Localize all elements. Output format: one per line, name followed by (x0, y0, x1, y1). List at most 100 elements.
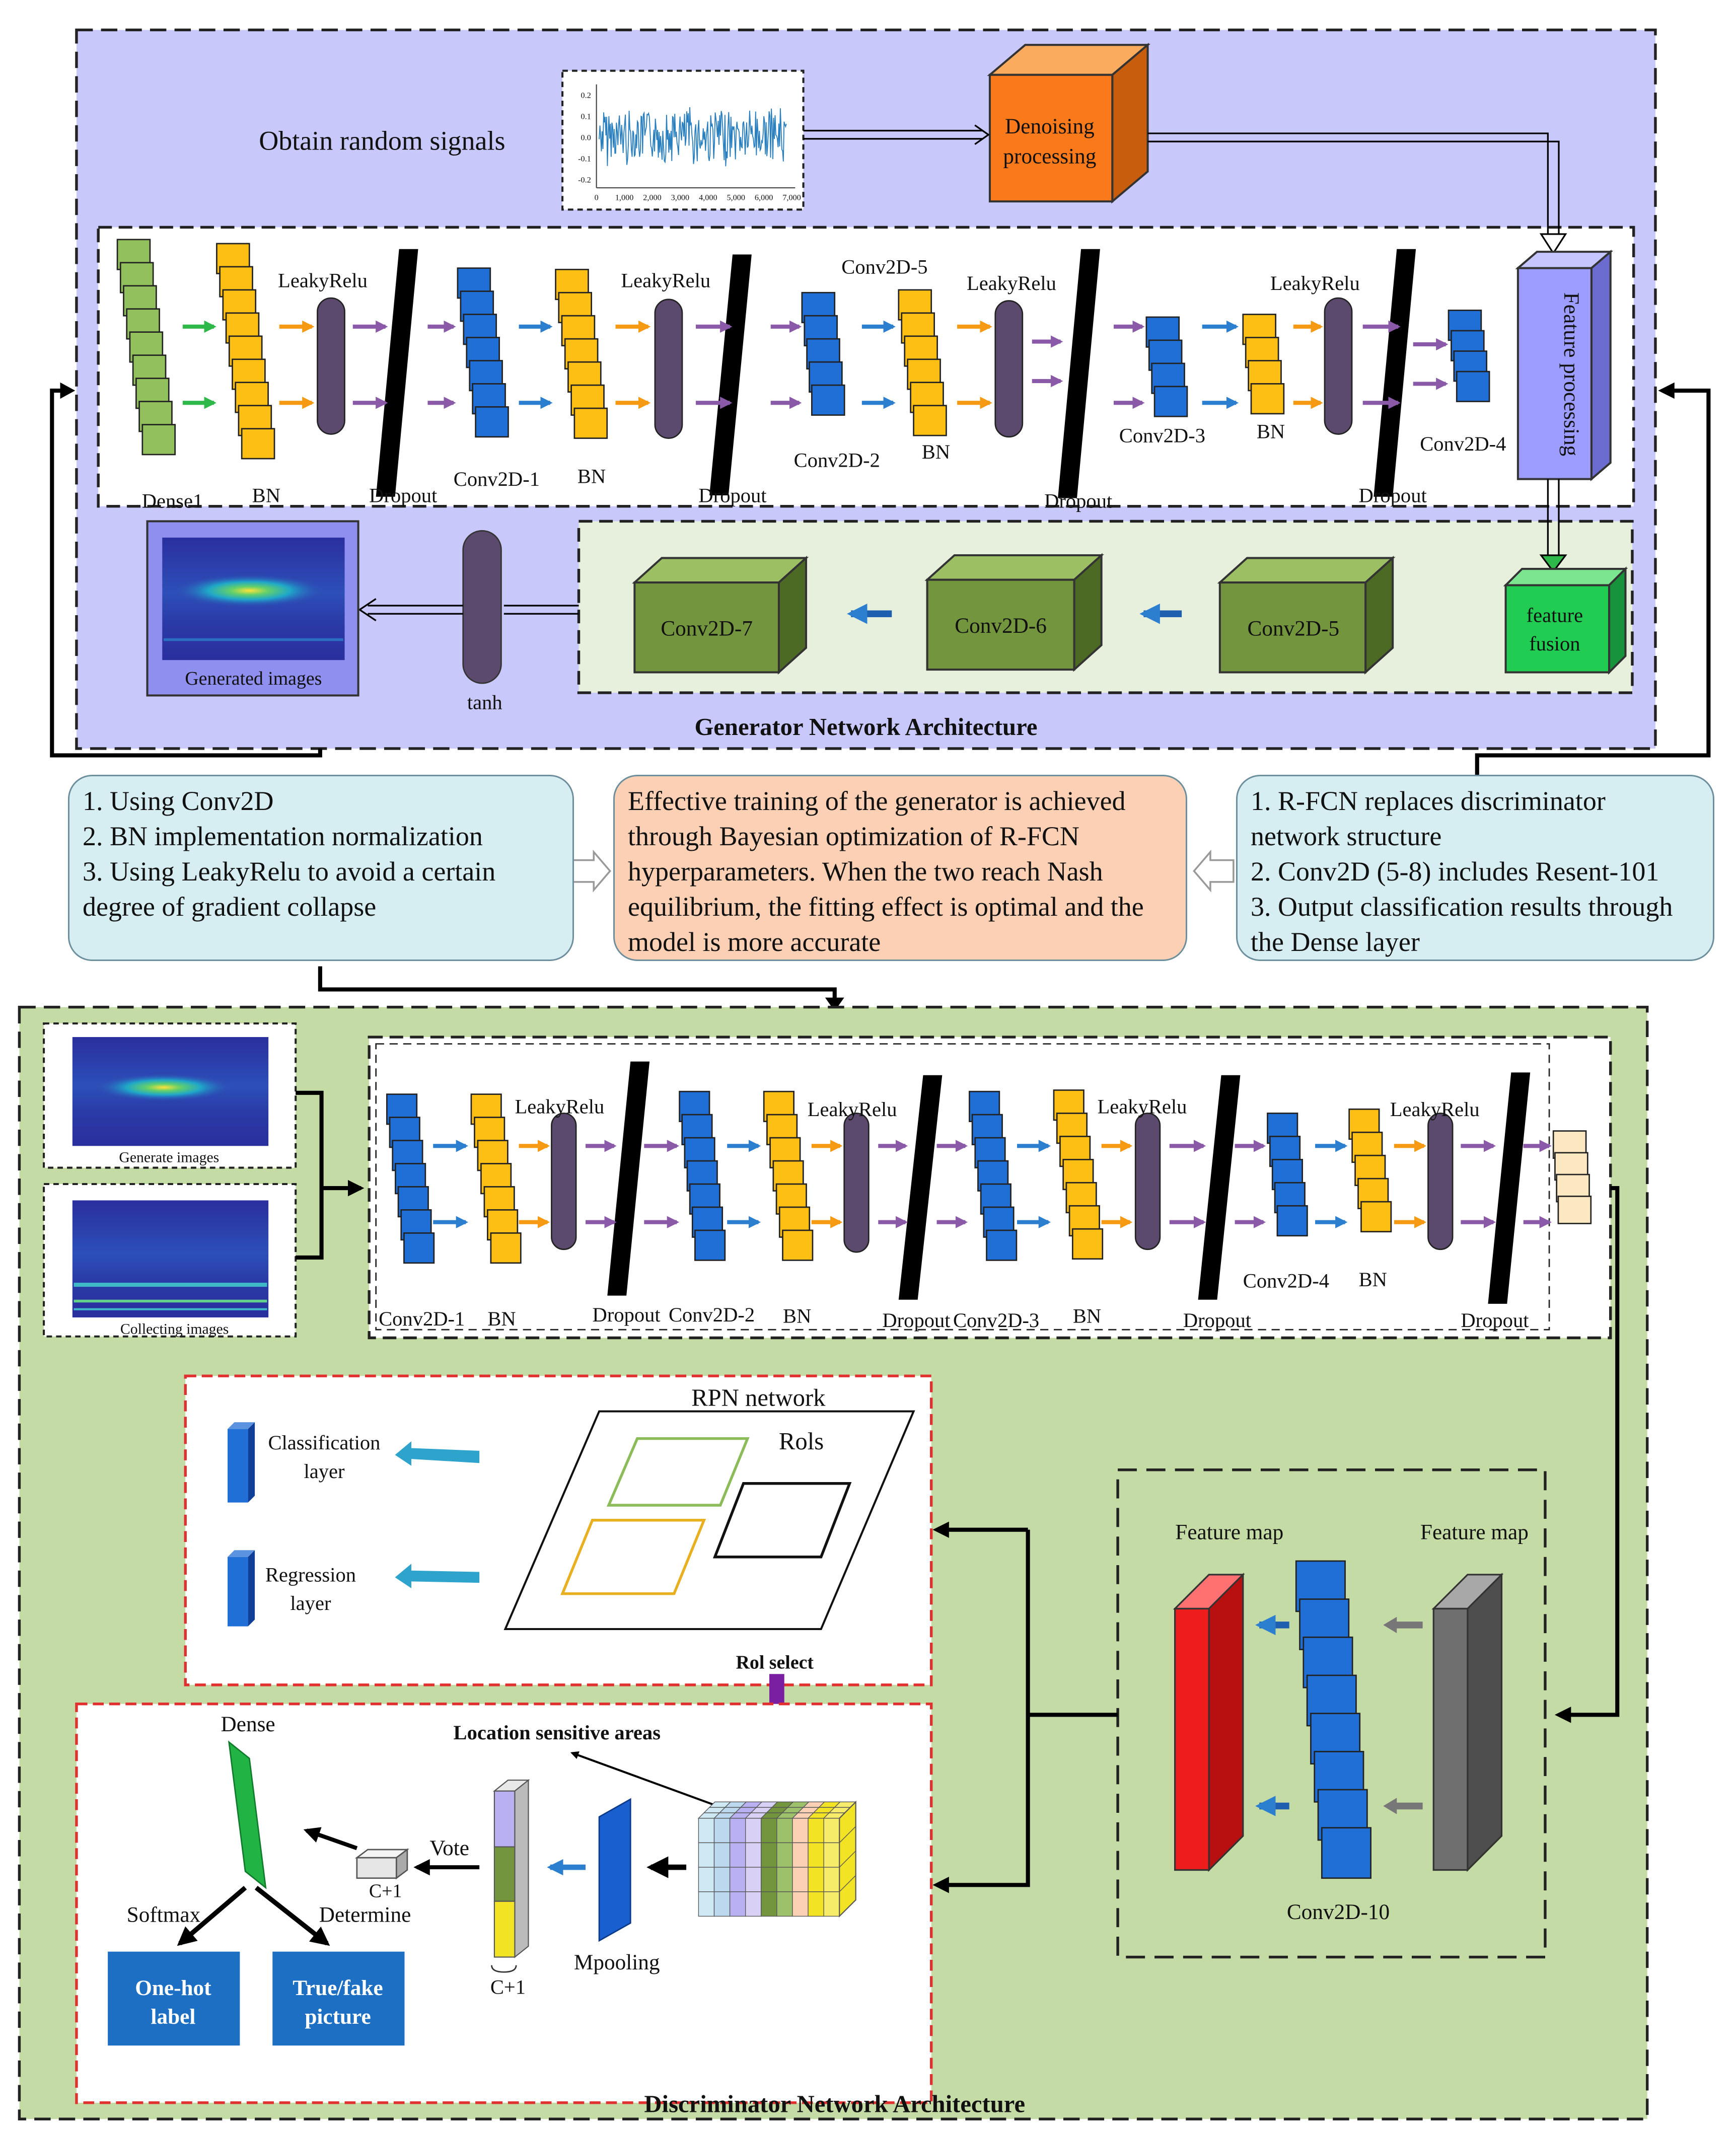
generate-images-panel: Generate images (43, 1022, 297, 1169)
dis-conv1-stack (386, 1093, 435, 1264)
score-cube-cell (745, 1842, 762, 1868)
score-cube-side-line (839, 1851, 856, 1868)
signal-y-tick: -0.1 (578, 154, 591, 163)
score-cube-cell (713, 1818, 731, 1844)
signal-plot-y-ticks: 0.20.10.0-0.1-0.2 (578, 91, 591, 185)
score-cube-cell (808, 1891, 824, 1917)
score-cube-cell (792, 1867, 809, 1892)
c1-box: C+1 (354, 1848, 409, 1902)
determine-label: Determine (319, 1902, 411, 1927)
discriminator-layer-labels: Conv2D-1 BN LeakyRelu Dropout Conv2D-2 B… (379, 1095, 1529, 1331)
dense-layer (228, 1740, 267, 1889)
conv2d-6-label: Conv2D-6 (955, 614, 1047, 638)
dense1-stack-plate (141, 424, 176, 456)
note-generator-techniques: 1. Using Conv2D 2. BN implementation nor… (68, 775, 574, 961)
label-dis-dropout4: Dropout (1461, 1309, 1529, 1332)
score-cube-cell (698, 1818, 715, 1844)
to-rpn-arrowhead (932, 1521, 949, 1538)
note-right-line-5: the Dense layer (1251, 927, 1420, 957)
discriminator-layer-stacks (386, 1061, 1592, 1304)
signal-y-tick: 0.0 (581, 133, 591, 142)
truefake-text-1: True/fake (293, 1976, 383, 2000)
dense-to-onehot-arrow (177, 1886, 247, 1946)
label-gen-bn4: BN (1257, 420, 1285, 443)
conv2d-10-plates (1295, 1560, 1372, 1879)
rpn-green-roi (606, 1437, 750, 1507)
regression-label-1: Regression (265, 1563, 356, 1586)
dis-dropout2 (898, 1075, 943, 1300)
label-gen-bn2: BN (577, 465, 606, 488)
label-dis-bn1: BN (487, 1307, 516, 1330)
discriminator-title: Discriminator Network Architecture (644, 2091, 1025, 2118)
dis-dropout1 (607, 1061, 650, 1296)
score-cube-cell (698, 1891, 715, 1917)
score-cube-cell (808, 1867, 824, 1892)
onehot-label-box: One-hot label (108, 1951, 240, 2046)
feature-map-right-label: Feature map (1420, 1520, 1529, 1544)
label-gen-conv4: Conv2D-4 (1420, 432, 1506, 455)
generator-layer-stacks (116, 239, 1490, 498)
signal-y-tick: 0.1 (581, 112, 591, 121)
note-left-line-3: 3. Using LeakyRelu to avoid a certain (83, 856, 496, 887)
label-gen-conv2: Conv2D-2 (794, 449, 880, 471)
generator-title: Generator Network Architecture (694, 713, 1037, 741)
signal-y-tick: 0.2 (581, 91, 591, 100)
dis-conv3-stack-plate (986, 1229, 1018, 1261)
score-cube-cell (808, 1818, 824, 1844)
tanh-to-image-arrow (358, 598, 463, 622)
conv2d-7-block: Conv2D-7 (632, 555, 809, 675)
vote-stack-label: C+1 (490, 1976, 526, 1999)
score-cube-cell (698, 1842, 715, 1868)
note-right-line-2: network structure (1251, 821, 1442, 851)
note-right-line-4: 3. Output classification results through (1251, 892, 1673, 922)
score-cube-top (697, 1801, 857, 1819)
classification-label-1: Classification (268, 1431, 380, 1454)
note-to-discriminator-arrowhead (825, 997, 844, 1011)
conv2d-5-label: Conv2D-5 (1248, 617, 1340, 641)
feature-map-left-label: Feature map (1175, 1520, 1283, 1544)
gen-bn3-stack-plate (913, 405, 947, 436)
score-cube-cell (761, 1842, 777, 1868)
score-cube-cell (823, 1818, 840, 1844)
denoising-cube: Denoising processing (987, 42, 1151, 204)
signal-to-denoise-arrow (803, 124, 990, 145)
label-dis-bn2: BN (783, 1305, 811, 1328)
dis-leaky3 (1134, 1113, 1161, 1250)
label-gen-leaky2: LeakyRelu (621, 269, 710, 291)
rpn-rois-label: Rols (779, 1428, 824, 1455)
dense-label: Dense (221, 1712, 275, 1736)
label-dis-dropout3: Dropout (1183, 1309, 1252, 1332)
dis-output-stack (1552, 1130, 1592, 1224)
gen-bn2-stack-plate (573, 407, 608, 439)
classification-arrow (395, 1441, 480, 1466)
dis-bn1-stack (470, 1093, 522, 1264)
tanh-label: tanh (467, 691, 502, 713)
note-left-line-2: 2. BN implementation normalization (83, 821, 483, 851)
dis-bn2-stack-plate (782, 1229, 814, 1261)
note-center-line-4: equilibrium, the fitting effect is optim… (628, 892, 1144, 922)
conv2d-7-label: Conv2D-7 (661, 617, 753, 641)
gen-conv2-stack-plate (811, 384, 845, 416)
dense1-stack (116, 239, 176, 456)
gen-dropout3 (1058, 249, 1100, 498)
generated-images-label: Generated images (185, 668, 322, 689)
gen-conv4-stack (1448, 310, 1490, 402)
score-cube-cell (776, 1818, 793, 1844)
feature-fusion-label-2: fusion (1529, 632, 1580, 655)
score-cube-cell (792, 1818, 809, 1844)
onehot-text-1: One-hot (135, 1976, 211, 2000)
label-gen-dropout1: Dropout (369, 484, 438, 507)
label-dis-dropout2: Dropout (882, 1309, 951, 1332)
dis-dropout4 (1488, 1072, 1531, 1304)
score-cube-cell (729, 1818, 746, 1844)
feature-fusion-label-1: feature (1527, 604, 1583, 626)
inputs-merge-bracket (296, 1090, 324, 1260)
dis-output-stack-plate (1557, 1195, 1592, 1224)
score-cube-cell (776, 1867, 793, 1892)
truefake-text-2: picture (305, 2005, 371, 2029)
label-gen-dropout4: Dropout (1359, 484, 1427, 507)
label-dis-conv3: Conv2D-3 (953, 1309, 1039, 1332)
conv-to-tanh-arrow (503, 605, 579, 615)
